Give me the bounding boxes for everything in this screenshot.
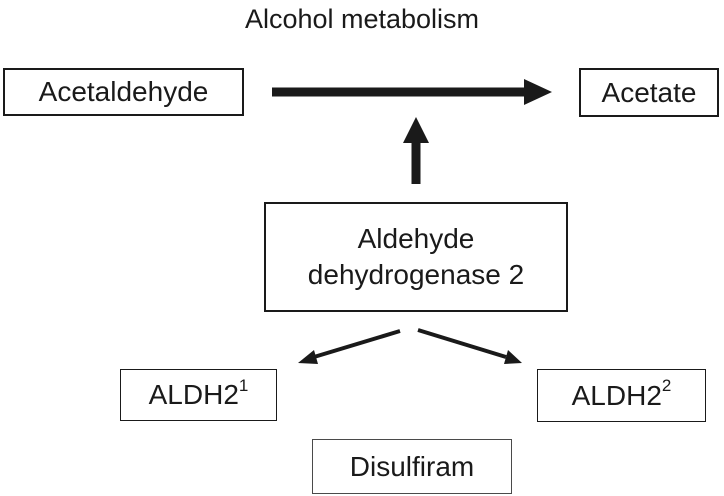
arrow-enzyme-to-reaction (403, 117, 429, 184)
aldh2-2-label: ALDH22 (571, 376, 672, 414)
acetate-label: Acetate (601, 76, 697, 108)
aldh2-1-node: ALDH21 (120, 369, 277, 421)
arrow-enzyme-to-aldh2-2 (417, 328, 522, 364)
aldehyde-dehydrogenase-2-node: Aldehyde dehydrogenase 2 (264, 202, 568, 312)
aldh2-1-label: ALDH21 (149, 377, 249, 413)
arrow-enzyme-to-aldh2-1 (298, 329, 401, 364)
acetaldehyde-node: Acetaldehyde (3, 68, 244, 116)
aldh2-2-base: ALDH2 (571, 379, 662, 411)
arrow-acetaldehyde-to-acetate (272, 79, 552, 105)
aldh2-2-superscript: 2 (661, 376, 672, 396)
aldh2-2-node: ALDH22 (537, 369, 706, 422)
aldh2-1-superscript: 1 (238, 375, 249, 395)
aldh2-1-base: ALDH2 (148, 379, 239, 410)
disulfiram-node: Disulfiram (312, 439, 512, 494)
disulfiram-label: Disulfiram (349, 450, 475, 482)
acetaldehyde-label: Acetaldehyde (38, 76, 209, 107)
acetate-node: Acetate (579, 68, 719, 117)
enzyme-label-line1: Aldehyde (357, 223, 475, 254)
diagram-title: Alcohol metabolism (244, 4, 480, 34)
enzyme-label-line2: dehydrogenase 2 (307, 259, 525, 290)
